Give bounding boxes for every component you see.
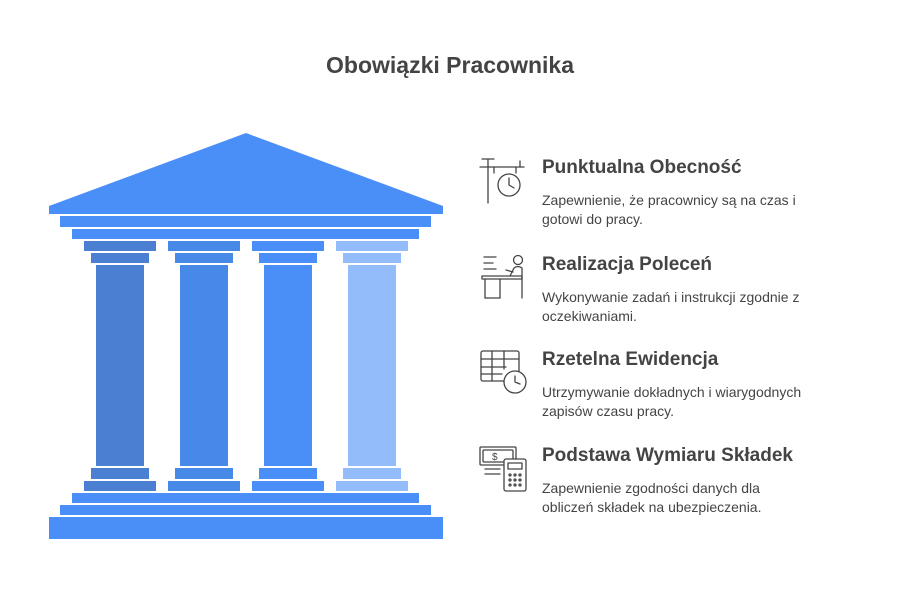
clock-post-icon — [479, 158, 525, 204]
column-4 — [336, 241, 408, 491]
item-description: Zapewnienie, że pracownicy są na czas i … — [542, 192, 796, 227]
column-2 — [168, 241, 240, 491]
item-description: Wykonywanie zadań i instrukcji zgodnie z… — [542, 289, 800, 324]
list-item-podstawa-wymiaru-skladek: $ Podstawa Wymiaru Składek Zapewnienie z… — [476, 445, 886, 525]
temple-base-step — [60, 505, 431, 515]
column-1 — [84, 241, 156, 491]
list-item-punktualna-obecnosc: Punktualna Obecność Zapewnienie, że prac… — [476, 157, 886, 237]
item-description: Utrzymywanie dokładnych i wiarygodnych z… — [542, 384, 802, 419]
list-item-realizacja-polecen: Realizacja Poleceń Wykonywanie zadań i i… — [476, 254, 886, 334]
svg-text:$: $ — [492, 452, 498, 463]
timesheet-icon — [480, 350, 527, 394]
temple-illustration — [49, 133, 443, 539]
item-title: Punktualna Obecność — [542, 157, 742, 178]
list-item-rzetelna-ewidencja: Rzetelna Ewidencja Utrzymywanie dokładny… — [476, 349, 886, 429]
temple-roof — [49, 133, 443, 214]
temple-base-step — [72, 493, 419, 503]
item-title: Rzetelna Ewidencja — [542, 349, 719, 370]
item-description: Zapewnienie zgodności danych dla oblicze… — [542, 480, 762, 515]
page-title: Obowiązki Pracownika — [326, 52, 574, 78]
item-title: Podstawa Wymiaru Składek — [542, 445, 793, 466]
money-calculator-icon: $ — [479, 446, 527, 492]
column-3 — [252, 241, 324, 491]
temple-base — [49, 517, 443, 539]
person-at-desk-icon — [481, 254, 524, 299]
temple-roof-step — [60, 216, 431, 227]
temple-roof-step — [72, 229, 419, 239]
item-title: Realizacja Poleceń — [542, 254, 713, 275]
